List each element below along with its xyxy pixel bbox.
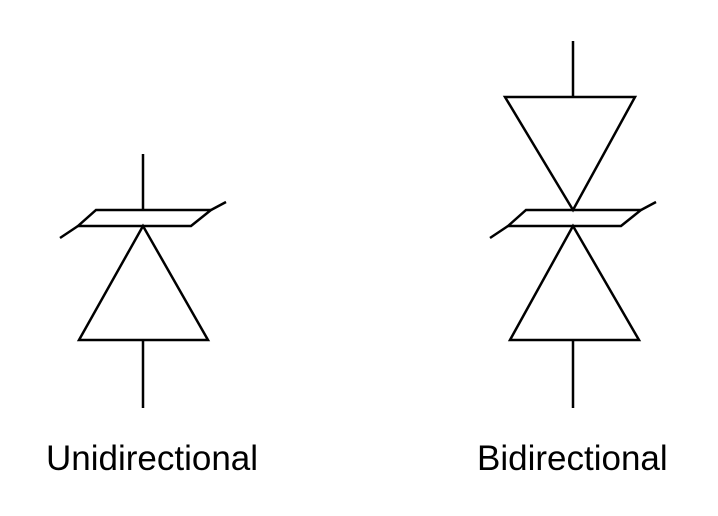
bidirectional-caption: Bidirectional xyxy=(477,439,668,478)
bidirectional-bottom-triangle xyxy=(507,223,642,342)
bidirectional-tvs-symbol xyxy=(489,41,657,408)
unidirectional-bar-left-tail xyxy=(59,224,79,240)
unidirectional-bar-right-tail xyxy=(210,200,227,212)
bidirectional-bar-right-tail xyxy=(640,200,657,212)
unidirectional-tvs-symbol xyxy=(59,154,227,408)
unidirectional-cathode-bar xyxy=(74,208,215,228)
unidirectional-triangle xyxy=(76,223,211,342)
bidirectional-top-triangle xyxy=(502,95,638,213)
bidirectional-cathode-bar xyxy=(504,208,645,228)
bidirectional-bar-left-tail xyxy=(489,224,509,240)
unidirectional-caption: Unidirectional xyxy=(46,439,259,478)
